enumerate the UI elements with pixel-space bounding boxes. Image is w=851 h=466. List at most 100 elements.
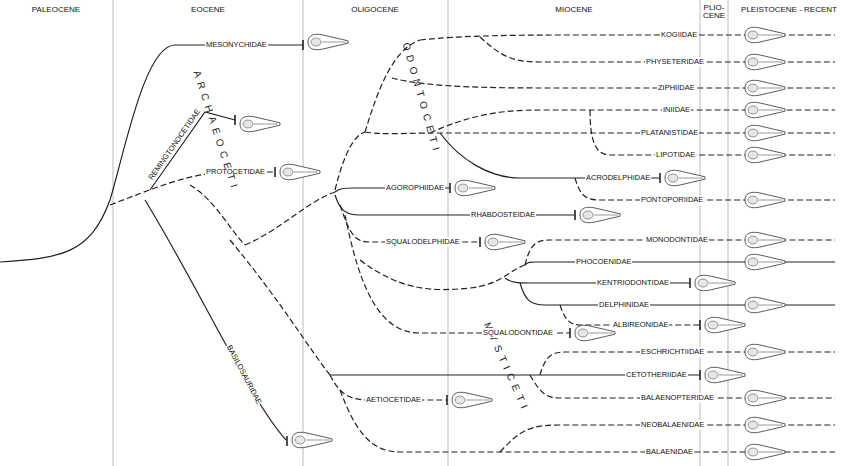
extinction-tick [449,183,451,193]
skull-outline [745,254,785,269]
family-label: CETOTHERIIDAE [625,370,688,380]
skull-cranium [748,421,758,429]
skull-rostrum [759,425,783,426]
skull-outline [745,390,785,405]
family-label: BASILOSAURIDAE [224,343,264,407]
skull-outline [240,116,280,131]
family-label: AGOROPHIIDAE [385,183,445,193]
skull-cranium [748,58,758,66]
skull-drawing [452,392,492,407]
skull-drawing [455,180,495,195]
skull-outline [745,102,785,117]
skull-drawing [745,232,785,247]
skull-drawing [745,444,785,459]
skull-outline [292,432,332,447]
extinction-tick [286,436,288,446]
skull-drawing [745,344,785,359]
epoch-label: PALEOCENE [31,5,81,15]
skull-cranium [748,196,758,204]
skull-drawing [308,34,348,49]
lineage-branch [230,240,330,375]
lineage-branch [440,133,660,178]
lineage-branch [0,45,303,262]
skull-outline [580,207,620,222]
family-label: NEOBALAENIDAE [640,420,705,430]
skull-outline [745,444,785,459]
skull-rostrum [759,62,783,63]
family-label: REMINGTONOCETIDAE [146,107,204,183]
skull-rostrum [589,333,613,334]
extinction-tick [569,328,571,338]
skull-rostrum [254,124,278,125]
skull-outline [280,164,320,179]
extinction-tick [699,370,701,380]
family-label: LIPOTIDAE [655,150,696,160]
skull-rostrum [499,242,523,243]
family-label: BALAENOPTERIDAE [640,393,715,403]
family-label: ACRODELPHIDAE [585,173,651,183]
skull-drawing [575,325,615,340]
skull-outline [485,234,525,249]
family-label: DELPHINIDAE [598,300,650,310]
skull-rostrum [679,178,703,179]
group-label: ODONTOCETI [400,41,442,158]
skull-outline [745,147,785,162]
skull-cranium [578,329,588,337]
epoch-label: PLIO- CENE [700,4,728,20]
skull-drawing [240,116,280,131]
skull-outline [575,325,615,340]
skull-cranium [748,106,758,114]
skull-rostrum [759,155,783,156]
skull-cranium [283,168,293,176]
family-label: AETIOCETIDAE [365,395,422,405]
skull-drawing [745,147,785,162]
skull-rostrum [322,42,346,43]
skull-rostrum [759,240,783,241]
lineage-branch [190,185,245,245]
skull-outline [705,367,745,382]
skull-outline [455,180,495,195]
skull-rostrum [759,110,783,111]
skull-cranium [748,31,758,39]
skull-rostrum [294,172,318,173]
epoch-boundary [303,0,304,466]
skull-drawing [745,254,785,269]
skull-cranium [311,38,321,46]
skull-drawing [745,297,785,312]
skull-outline [745,297,785,312]
skull-outline [745,232,785,247]
family-label: MESONYCHIDAE [205,40,268,50]
epoch-boundary [728,0,729,466]
epoch-label: EOCENE [190,5,226,15]
lineage-branch [245,192,335,245]
extinction-tick [234,115,236,125]
family-label: ALBIREONIDAE [612,320,669,330]
skull-cranium [698,279,708,287]
skull-cranium [748,301,758,309]
skull-outline [452,392,492,407]
family-label: BALAENIDAE [645,447,694,457]
skull-cranium [455,396,465,404]
epoch-boundary [448,0,449,466]
lineage-branch [145,200,286,440]
skull-cranium [748,348,758,356]
skull-outline [695,275,735,290]
lineage-branch [590,110,835,155]
extinction-tick [574,210,576,220]
family-label: PHOCOENIDAE [575,257,632,267]
family-label: KOGIIDAE [660,30,698,40]
skull-drawing [745,80,785,95]
skull-cranium [668,174,678,182]
epoch-label: MIOCENE [554,5,593,15]
skull-cranium [243,120,253,128]
skull-outline [308,34,348,49]
lineage-branch [335,195,575,215]
skull-drawing [745,417,785,432]
skull-drawing [705,367,745,382]
extinction-tick [274,167,276,177]
skull-drawing [580,207,620,222]
family-label: RHABDOSTEIDAE [470,210,536,220]
